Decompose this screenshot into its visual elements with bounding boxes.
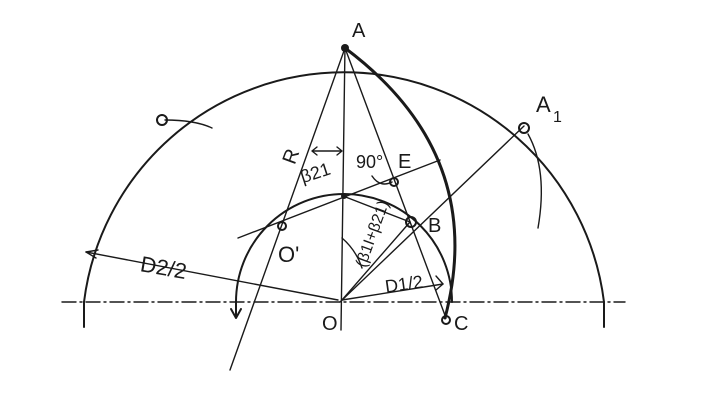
vertical-axis — [340, 44, 346, 331]
line-Oprime-E — [237, 159, 441, 239]
label-O-prime: O' — [278, 242, 299, 267]
label-C: C — [454, 313, 468, 335]
label-D1-half: D1/2 — [384, 272, 424, 297]
inner-arrowhead — [230, 301, 242, 319]
radius-D2-line — [85, 251, 339, 301]
line-top-B — [342, 195, 411, 223]
point-E — [389, 177, 399, 187]
label-B: B — [428, 215, 441, 237]
outer-tick-right — [527, 133, 542, 229]
label-O: O — [322, 313, 338, 335]
line-O-A1 — [339, 125, 525, 303]
radius-D1-arrowhead — [435, 275, 444, 291]
point-outer-left — [156, 114, 168, 126]
label-beta-sum: (β1I+β21) — [353, 198, 393, 269]
point-C — [441, 315, 451, 325]
label-90-degrees: 90° — [356, 152, 383, 172]
beta21-dimension-arrow — [311, 146, 343, 156]
point-Oprime — [277, 221, 287, 231]
line-O-B — [341, 221, 411, 301]
label-E: E — [398, 151, 411, 173]
radius-D1-line — [341, 283, 444, 301]
radius-D2-arrowhead — [85, 249, 99, 259]
label-beta21: β21 — [298, 159, 333, 187]
outer-tick-left — [164, 119, 213, 129]
point-B — [405, 216, 417, 228]
point-inner-top — [341, 193, 347, 199]
label-A: A — [352, 20, 366, 42]
label-A1: A — [536, 92, 551, 117]
point-A1 — [518, 122, 530, 134]
line-A-C — [344, 47, 447, 319]
label-D2-half: D2/2 — [139, 251, 189, 284]
angle-arc-O — [341, 237, 363, 269]
label-A1-subscript: 1 — [553, 109, 562, 126]
point-A — [341, 44, 349, 52]
label-R: R — [279, 146, 305, 167]
line-A-R — [229, 47, 346, 371]
outer-semicircle — [83, 71, 605, 303]
blade-arc — [343, 46, 457, 320]
